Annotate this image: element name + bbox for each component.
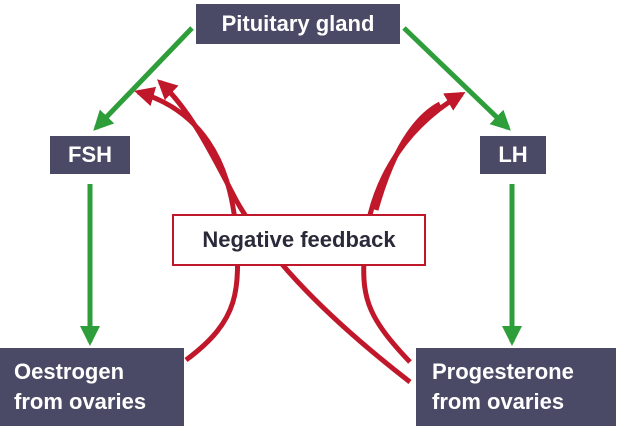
oestrogen-lh-feedback-line (373, 101, 442, 211)
lh-box: LH (480, 136, 546, 174)
pituitary-to-lh-arrow (402, 26, 511, 131)
progesterone-label-line2: from ovaries (432, 389, 565, 414)
lh-label: LH (498, 142, 528, 167)
oestrogen-box: Oestrogen from ovaries (0, 348, 184, 426)
negative-feedback-box: Negative feedback (172, 214, 426, 266)
progesterone-label-line1: Progesterone (432, 359, 574, 384)
negative-feedback-label: Negative feedback (202, 227, 396, 252)
progesterone-feedback-arrow-1 (157, 79, 412, 384)
pituitary-to-fsh-arrow (93, 26, 194, 131)
oestrogen-label-line1: Oestrogen (14, 359, 125, 384)
progesterone-box: Progesterone from ovaries (416, 348, 616, 426)
fsh-box: FSH (50, 136, 130, 174)
pituitary-gland-label: Pituitary gland (221, 11, 375, 36)
pituitary-gland-box: Pituitary gland (196, 4, 400, 44)
fsh-label: FSH (68, 142, 112, 167)
oestrogen-label-line2: from ovaries (14, 389, 147, 414)
